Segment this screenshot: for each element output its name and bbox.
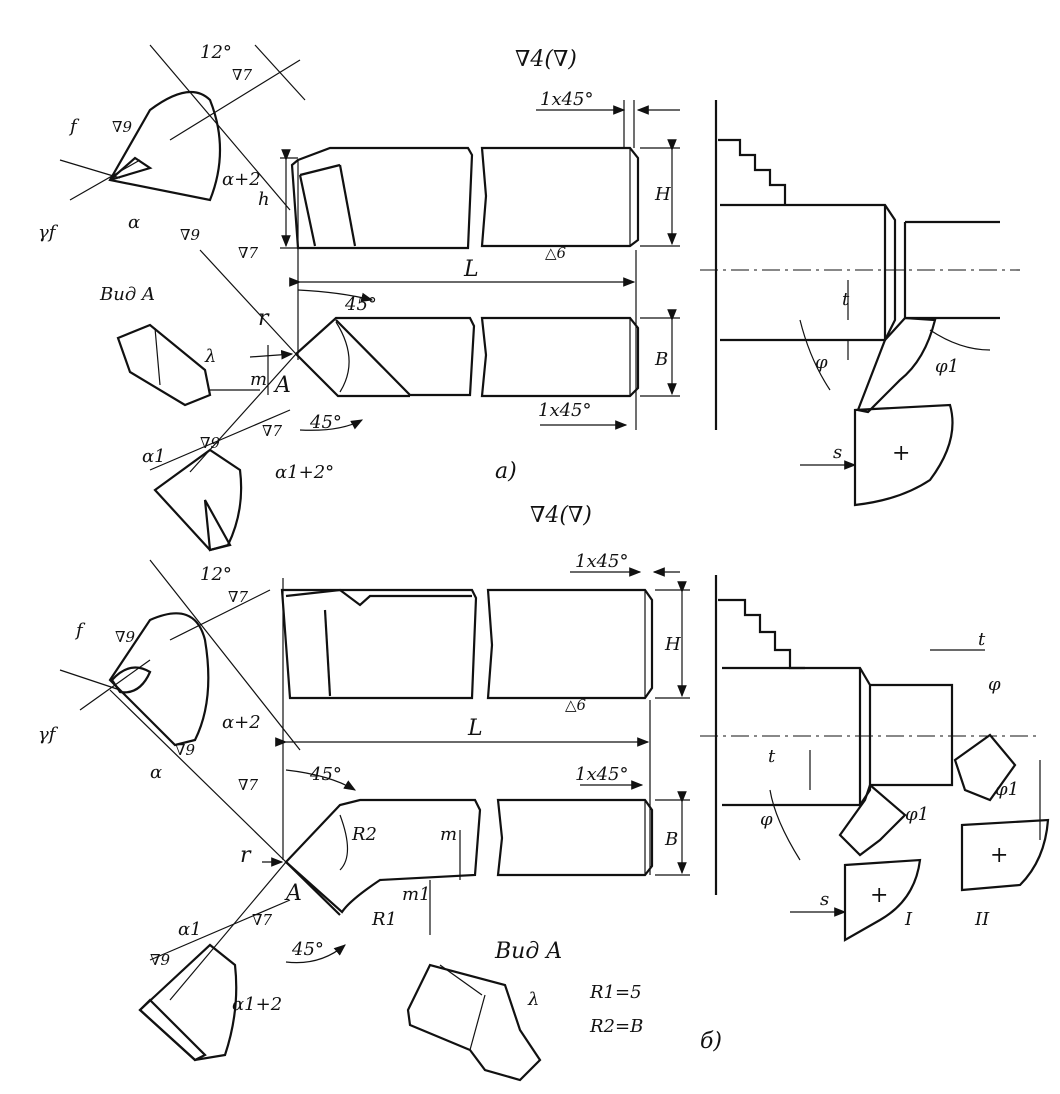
label-45b-a: 45°	[309, 412, 342, 433]
rough-9b-a: ∇9	[180, 226, 200, 244]
label-alpha1-tol-b: α1+2	[232, 994, 282, 1015]
caption-a: а)	[495, 459, 517, 484]
view-a-sketch-a	[116, 323, 260, 407]
label-H-b: H	[664, 634, 681, 655]
rough-9c-a: ∇9	[200, 434, 220, 452]
label-I-b: I	[904, 909, 913, 930]
label-R1-b: R1	[371, 909, 397, 930]
rough-7-b: ∇7	[228, 588, 248, 606]
view-a-label-a: Вид A	[99, 284, 155, 305]
label-phi-b: φ	[988, 674, 1001, 695]
plus-b2: +	[990, 843, 1008, 868]
label-t-b: t	[978, 629, 986, 650]
label-r-b: r	[240, 843, 252, 868]
section-top-a	[59, 44, 306, 211]
rough-9-a: ∇9	[112, 118, 132, 136]
label-h-a: h	[258, 189, 270, 210]
section-top-b	[59, 559, 301, 751]
label-alpha-b: α	[150, 762, 162, 783]
label-gamma-a: γf	[38, 222, 59, 243]
plus-b1: +	[870, 883, 888, 908]
label-lambda-a: λ	[204, 346, 216, 367]
rough-6-a: △6	[545, 244, 567, 262]
angle-12-b: 12°	[200, 564, 232, 585]
roughness-top-b: ∇4(∇)	[530, 503, 592, 528]
label-s-b: s	[820, 889, 829, 910]
angle-12-a: 12°	[200, 42, 232, 63]
label-R2-b: R2	[351, 824, 377, 845]
label-m-a: m	[250, 369, 267, 390]
label-t2-b: t	[768, 746, 776, 767]
rough-9c-b: ∇9	[150, 951, 170, 969]
label-alpha-tol-b: α+2	[222, 712, 261, 733]
label-lambda-b: λ	[527, 989, 539, 1010]
section-bottom-a	[149, 409, 291, 552]
rough-7c-a: ∇7	[262, 422, 282, 440]
view-a-sketch-b	[406, 963, 542, 1082]
chamfer-bottom-a: 1x45°	[538, 400, 592, 421]
rough-7c-b: ∇7	[252, 911, 272, 929]
label-s-a: s	[833, 442, 842, 463]
label-H-a: H	[654, 184, 671, 205]
label-m1-b: m1	[402, 884, 431, 905]
chamfer-top-b: 1x45°	[575, 551, 629, 572]
r1-note-b: R1=5	[589, 982, 642, 1003]
rough-7-a: ∇7	[232, 66, 252, 84]
tool-side-view-a	[280, 100, 680, 430]
label-m-b: m	[440, 824, 457, 845]
caption-b: б)	[700, 1029, 722, 1054]
label-45a-a: 45°	[344, 294, 377, 315]
label-alpha-tol-a: α+2	[222, 169, 261, 190]
label-phi1-b: φ1	[905, 804, 929, 825]
label-phi-a: φ	[815, 352, 828, 373]
label-t-a: t	[842, 289, 850, 310]
label-II-b: II	[974, 909, 990, 930]
r2-note-b: R2=B	[589, 1016, 643, 1037]
view-a-label-b: Вид A	[494, 939, 562, 964]
label-phi1-a: φ1	[935, 356, 959, 377]
rough-7b-a: ∇7	[238, 244, 258, 262]
label-B-a: B	[654, 349, 668, 370]
rough-9-b: ∇9	[115, 628, 135, 646]
label-f-a: f	[68, 116, 80, 137]
label-r-a: r	[258, 306, 270, 331]
label-gamma-b: γf	[38, 724, 59, 745]
label-B-b: B	[664, 829, 678, 850]
label-alpha1-a: α1	[142, 446, 166, 467]
label-phi1b-b: φ1	[995, 779, 1019, 800]
label-alpha-a: α	[128, 212, 140, 233]
tool-side-view-b	[275, 567, 690, 875]
rough-9b-b: ∇9	[175, 741, 195, 759]
label-45b-b: 45°	[291, 939, 324, 960]
section-bottom-b	[138, 899, 291, 1062]
chamfer-bottom-b: 1x45°	[575, 764, 629, 785]
rough-6-b: △6	[565, 696, 587, 714]
label-L-b: L	[467, 716, 483, 741]
figure-a: ∇4(∇) 1x45° 1x45° 12° ∇7 ∇9 f γf α α+2 ∇…	[38, 42, 1020, 552]
roughness-top-a: ∇4(∇)	[515, 47, 577, 72]
label-f-b: f	[74, 620, 86, 641]
label-L-a: L	[463, 257, 479, 282]
chamfer-top-a: 1x45°	[540, 89, 594, 110]
plus-a: +	[892, 441, 910, 466]
rough-7b-b: ∇7	[238, 776, 258, 794]
label-A-a: A	[273, 373, 291, 398]
tool-plan-view-b	[109, 689, 690, 1001]
label-alpha1-b: α1	[178, 919, 202, 940]
machining-sketch-a	[700, 100, 1020, 507]
label-alpha1-tol-a: α1+2°	[275, 462, 334, 483]
label-45a-b: 45°	[309, 764, 342, 785]
figure-b: ∇4(∇) 1x45° 1x45° 12° ∇7 ∇9 f γf α α+2 ∇…	[38, 503, 1050, 1082]
machining-sketch-b	[700, 575, 1050, 942]
label-phi2-b: φ	[760, 809, 773, 830]
label-A-b: A	[284, 881, 302, 906]
